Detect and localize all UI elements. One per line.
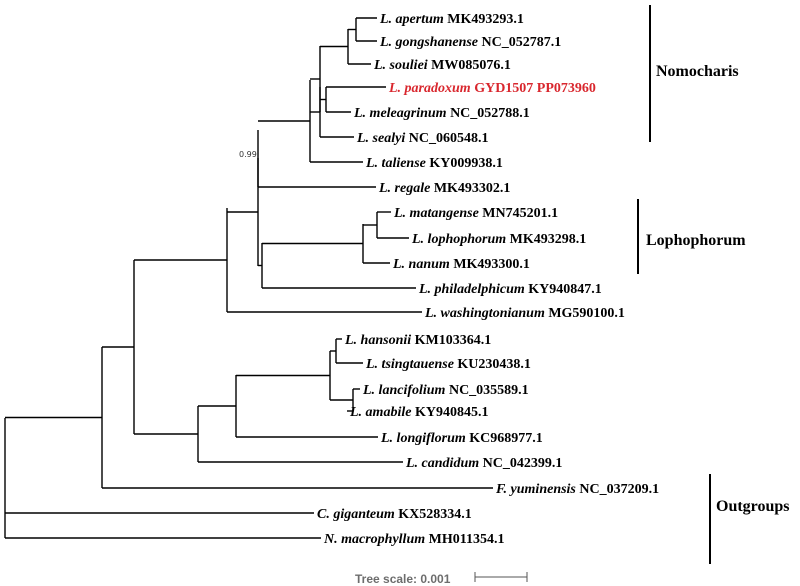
tip-species-name: L. tsingtauense: [365, 357, 454, 372]
tip-species-name: L. amabile: [349, 405, 411, 420]
tip-species-name: N. macrophyllum: [323, 532, 425, 547]
tree-branches: [4, 17, 493, 539]
tip-species-name: L. candidum: [405, 456, 479, 471]
tree-scale-bar: [474, 572, 528, 582]
clade-label-outgroups: Outgroups: [716, 498, 790, 515]
tip-accession: MK493300.1: [450, 257, 530, 272]
tip-accession: MH011354.1: [425, 532, 504, 547]
tip-accession: MK493298.1: [506, 232, 586, 247]
tip-species-name: L. paradoxum: [388, 81, 471, 96]
tip-label: L. longiflorum KC968977.1: [380, 431, 543, 446]
tip-label: L. gongshanense NC_052787.1: [379, 35, 561, 50]
tip-accession: NC_042399.1: [479, 456, 562, 471]
tip-accession: KU230438.1: [454, 357, 531, 372]
clade-label-lophophorum: Lophophorum: [646, 232, 746, 249]
tip-label: L. paradoxum GYD1507 PP073960: [388, 81, 596, 96]
tip-label: L. sealyi NC_060548.1: [356, 131, 488, 146]
tip-accession: KM103364.1: [411, 333, 491, 348]
clade-label-nomocharis: Nomocharis: [656, 63, 739, 80]
tip-accession: NC_052787.1: [478, 35, 561, 50]
tip-species-name: L. longiflorum: [380, 431, 466, 446]
tip-labels: L. apertum MK493293.1 L. gongshanense NC_…: [317, 12, 659, 547]
tip-species-name: L. regale: [378, 181, 430, 196]
tip-label: L. tsingtauense KU230438.1: [365, 357, 531, 372]
tip-species-name: L. washingtonianum: [424, 306, 545, 321]
tip-species-name: L. sealyi: [356, 131, 405, 146]
tip-accession: KY009938.1: [426, 156, 503, 171]
tip-accession: NC_037209.1: [576, 482, 659, 497]
tip-label: L. lophophorum MK493298.1: [411, 232, 586, 247]
tip-species-name: C. giganteum: [317, 507, 395, 522]
tip-accession: NC_060548.1: [405, 131, 488, 146]
tip-accession: KC968977.1: [466, 431, 543, 446]
tip-label: L. washingtonianum MG590100.1: [424, 306, 625, 321]
tip-label: L. candidum NC_042399.1: [405, 456, 562, 471]
tip-species-name: L. lophophorum: [411, 232, 506, 247]
tip-accession: MN745201.1: [479, 206, 558, 221]
tip-accession: MK493293.1: [444, 12, 524, 27]
tip-label: L. amabile KY940845.1: [349, 405, 488, 420]
tip-label: L. nanum MK493300.1: [392, 257, 530, 272]
tip-accession: NC_035589.1: [445, 383, 528, 398]
tip-label: L. taliense KY009938.1: [365, 156, 503, 171]
tip-accession: NC_052788.1: [447, 106, 530, 121]
tip-label: L. lancifolium NC_035589.1: [362, 383, 529, 398]
tip-accession: MG590100.1: [545, 306, 625, 321]
tip-species-name: L. apertum: [379, 12, 444, 27]
tip-species-name: L. taliense: [365, 156, 426, 171]
tip-species-name: L. lancifolium: [362, 383, 446, 398]
tip-species-name: L. hansonii: [344, 333, 411, 348]
tip-label: L. matangense MN745201.1: [393, 206, 558, 221]
tip-label: C. giganteum KX528334.1: [317, 507, 472, 522]
tip-accession: GYD1507 PP073960: [471, 81, 596, 96]
tip-accession: MK493302.1: [430, 181, 510, 196]
tip-accession: MW085076.1: [428, 58, 511, 73]
tip-label: L. regale MK493302.1: [378, 181, 510, 196]
tip-species-name: L. philadelphicum: [418, 282, 525, 297]
tip-label: F. yuminensis NC_037209.1: [495, 482, 659, 497]
tip-label: N. macrophyllum MH011354.1: [323, 532, 504, 547]
tip-species-name: L. meleagrinum: [353, 106, 447, 121]
tip-accession: KY940845.1: [411, 405, 488, 420]
tip-species-name: L. gongshanense: [379, 35, 478, 50]
tip-label: L. hansonii KM103364.1: [344, 333, 491, 348]
tip-species-name: L. matangense: [393, 206, 479, 221]
tip-accession: KY940847.1: [525, 282, 602, 297]
tree-scale-label: Tree scale: 0.001: [355, 572, 451, 586]
tip-label: L. philadelphicum KY940847.1: [418, 282, 602, 297]
tip-accession: KX528334.1: [395, 507, 472, 522]
bootstrap-support-value: 0.99: [239, 150, 257, 159]
tip-label: L. souliei MW085076.1: [373, 58, 511, 73]
tip-species-name: L. nanum: [392, 257, 450, 272]
tip-species-name: L. souliei: [373, 58, 428, 73]
tip-label: L. apertum MK493293.1: [379, 12, 524, 27]
tip-species-name: F. yuminensis: [495, 482, 576, 497]
tip-label: L. meleagrinum NC_052788.1: [353, 106, 530, 121]
